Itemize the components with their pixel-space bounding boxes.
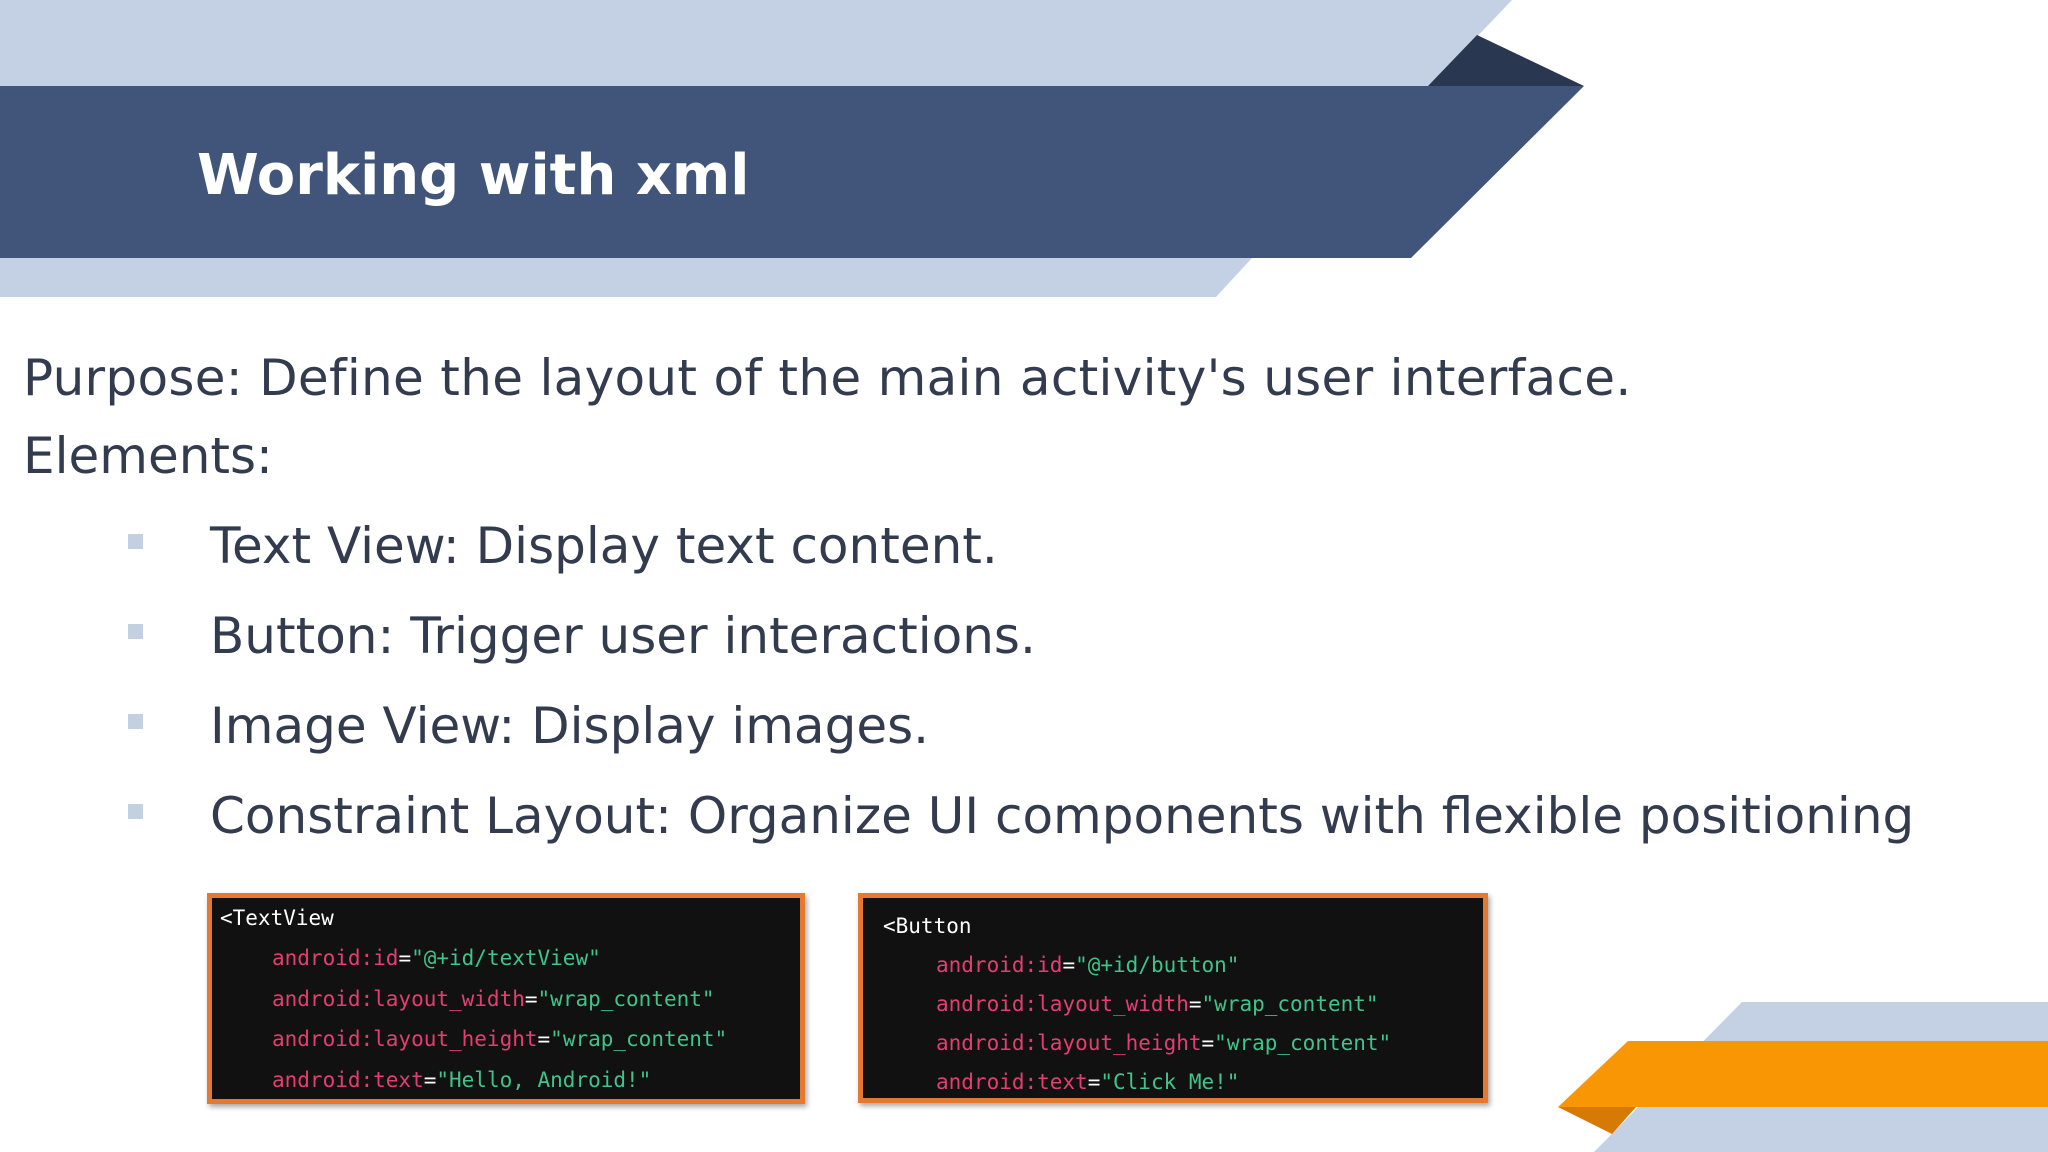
list-item: Constraint Layout: Organize UI component…	[0, 784, 1914, 848]
code-line: android:layout_width="wrap_content"	[936, 990, 1379, 1018]
top-light-band	[0, 0, 1512, 86]
code-equals: =	[423, 1068, 437, 1092]
code-line: android:text="Hello, Android!"	[272, 1066, 651, 1094]
textview-code-sample: <TextView android:id="@+id/textView" and…	[207, 893, 805, 1104]
code-value: "wrap_content"	[1201, 992, 1379, 1016]
list-item-text: Text View: Display text content.	[210, 517, 998, 575]
list-item: Text View: Display text content.	[0, 514, 1900, 578]
list-item-text: Image View: Display images.	[210, 697, 930, 755]
code-line: android:layout_height="wrap_content"	[936, 1029, 1391, 1057]
code-equals: =	[398, 946, 412, 970]
square-bullet-icon	[128, 804, 143, 819]
slide-title: Working with xml	[197, 143, 750, 208]
purpose-text: Purpose: Define the layout of the main a…	[23, 349, 1632, 407]
code-equals: =	[1062, 953, 1076, 977]
code-value: "Hello, Android!"	[436, 1068, 652, 1092]
code-value: "@+id/textView"	[411, 946, 601, 970]
code-line: android:text="Click Me!"	[936, 1068, 1239, 1096]
code-line: android:id="@+id/button"	[936, 951, 1239, 979]
list-item-text: Button: Trigger user interactions.	[210, 607, 1036, 665]
orange-shadow-triangle	[1558, 1107, 1636, 1134]
code-value: "wrap_content"	[1214, 1031, 1392, 1055]
code-value: "@+id/button"	[1075, 953, 1240, 977]
code-equals: =	[1201, 1031, 1215, 1055]
code-attribute: android:id	[272, 946, 399, 970]
code-attribute: android:layout_height	[936, 1031, 1202, 1055]
code-attribute: android:layout_height	[272, 1027, 538, 1051]
orange-band	[1558, 1041, 2048, 1107]
code-value: "wrap_content"	[550, 1027, 728, 1051]
code-equals: =	[524, 987, 538, 1011]
square-bullet-icon	[128, 624, 143, 639]
under-title-light-band	[0, 258, 1252, 297]
code-line: android:layout_width="wrap_content"	[272, 985, 715, 1013]
title-band	[0, 86, 1584, 258]
code-equals: =	[537, 1027, 551, 1051]
elements-label: Elements:	[23, 427, 273, 485]
code-tag: <TextView	[220, 906, 334, 930]
code-equals: =	[1188, 992, 1202, 1016]
code-line: <Button	[883, 912, 972, 940]
code-line: android:id="@+id/textView"	[272, 944, 601, 972]
code-attribute: android:id	[936, 953, 1063, 977]
code-attribute: android:layout_width	[272, 987, 525, 1011]
code-line: <TextView	[220, 904, 334, 932]
code-attribute: android:layout_width	[936, 992, 1189, 1016]
code-value: "Click Me!"	[1100, 1070, 1240, 1094]
list-item: Button: Trigger user interactions.	[0, 604, 1900, 668]
code-value: "wrap_content"	[537, 987, 715, 1011]
list-item: Image View: Display images.	[0, 694, 1900, 758]
list-item-text: Constraint Layout: Organize UI component…	[210, 787, 1915, 845]
code-tag: <Button	[883, 914, 972, 938]
square-bullet-icon	[128, 714, 143, 729]
code-equals: =	[1087, 1070, 1101, 1094]
square-bullet-icon	[128, 534, 143, 549]
code-attribute: android:text	[936, 1070, 1088, 1094]
dark-accent-triangle	[1428, 35, 1584, 86]
code-attribute: android:text	[272, 1068, 424, 1092]
code-line: android:layout_height="wrap_content"	[272, 1025, 727, 1053]
button-code-sample: <Button android:id="@+id/button" android…	[858, 893, 1488, 1103]
